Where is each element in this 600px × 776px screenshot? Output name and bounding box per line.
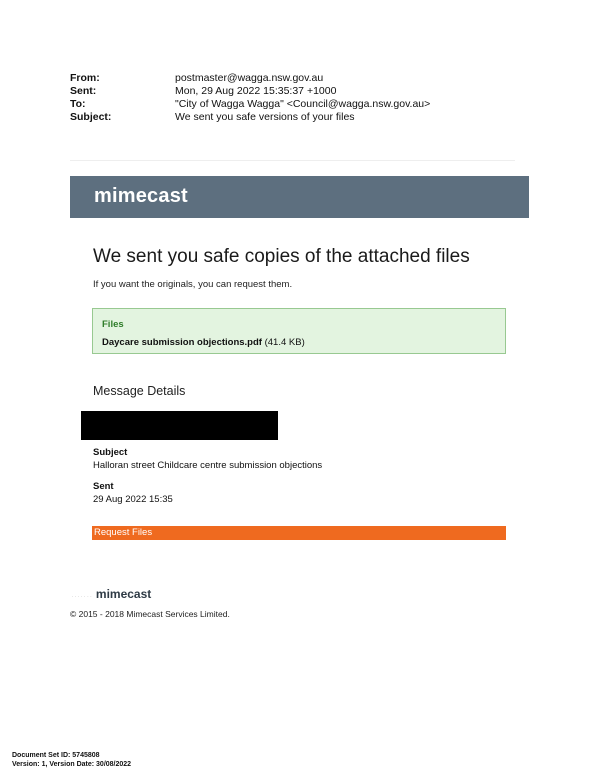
sent-value: Mon, 29 Aug 2022 15:35:37 +1000 — [175, 85, 337, 97]
file-item: Daycare submission objections.pdf (41.4 … — [102, 337, 305, 348]
sent-label: Sent: — [70, 85, 97, 97]
detail-subject-label: Subject — [93, 447, 128, 458]
divider — [70, 160, 515, 161]
message-details-heading: Message Details — [93, 384, 186, 398]
files-label: Files — [102, 319, 124, 330]
file-name: Daycare submission objections.pdf — [102, 337, 262, 348]
from-label: From: — [70, 72, 100, 84]
redaction-block — [81, 411, 278, 440]
request-files-button[interactable]: Request Files — [92, 526, 506, 540]
subject-label: Subject: — [70, 111, 112, 123]
header-row-from: From: postmaster@wagga.nsw.gov.au — [70, 72, 430, 85]
detail-subject-value: Halloran street Childcare centre submiss… — [93, 460, 323, 471]
header-row-sent: Sent: Mon, 29 Aug 2022 15:35:37 +1000 — [70, 85, 430, 98]
from-value: postmaster@wagga.nsw.gov.au — [175, 72, 324, 84]
footer-logo: · · · · · · · mimecast — [72, 587, 151, 601]
page-subtext: If you want the originals, you can reque… — [93, 279, 293, 290]
detail-sent-label: Sent — [93, 481, 114, 492]
to-value: "City of Wagga Wagga" <Council@wagga.nsw… — [175, 98, 431, 110]
subject-value: We sent you safe versions of your files — [175, 111, 355, 123]
copyright-text: © 2015 - 2018 Mimecast Services Limited. — [70, 609, 230, 619]
footer-brand: mimecast — [95, 587, 152, 601]
header-row-to: To: "City of Wagga Wagga" <Council@wagga… — [70, 98, 430, 111]
page-title: We sent you safe copies of the attached … — [93, 246, 470, 267]
document-set-id: Document Set ID: 5745808 — [12, 752, 100, 759]
header-row-subject: Subject: We sent you safe versions of yo… — [70, 111, 430, 124]
document-set-info: Document Set ID: 5745808 Version: 1, Ver… — [12, 751, 131, 769]
detail-sent-value: 29 Aug 2022 15:35 — [93, 494, 173, 505]
mimecast-banner: mimecast — [70, 176, 529, 218]
file-size: (41.4 KB) — [264, 337, 305, 348]
mimecast-logo: mimecast — [94, 185, 188, 207]
email-header: From: postmaster@wagga.nsw.gov.au Sent: … — [70, 72, 430, 124]
files-panel: Files Daycare submission objections.pdf … — [92, 308, 506, 354]
powered-by-mark: · · · · · · · — [72, 594, 92, 599]
to-label: To: — [70, 98, 86, 110]
document-version: Version: 1, Version Date: 30/08/2022 — [12, 761, 132, 768]
